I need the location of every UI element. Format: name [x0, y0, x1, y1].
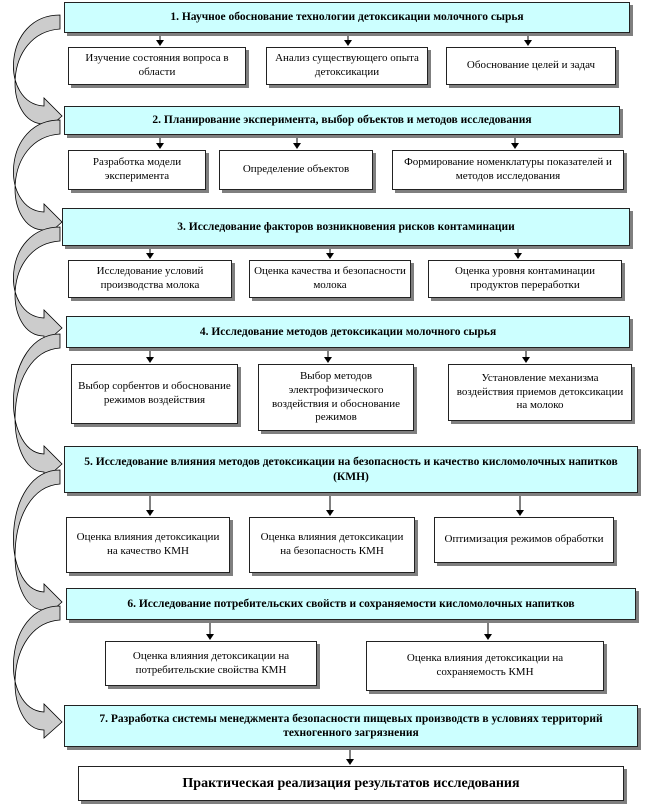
- connector-arrowhead: [326, 253, 334, 259]
- stage-5-box: 5. Исследование влияния методов детоксик…: [64, 446, 638, 493]
- stage-4-item-1: Выбор сорбентов и обоснование режимов во…: [71, 364, 238, 424]
- stage-1-title: 1. Научное обоснование технологии детокс…: [170, 11, 524, 24]
- stage-3-title: 3. Исследование факторов возникновения р…: [177, 220, 515, 233]
- connector-arrowhead: [514, 253, 522, 259]
- connector-arrowhead: [344, 40, 352, 46]
- connector-arrowhead: [346, 759, 354, 765]
- stage-3-item-1: Исследование условий производства молока: [68, 260, 232, 298]
- flow-curve-arrow: [13, 14, 63, 133]
- stage-2-item-1: Разработка модели эксперимента: [68, 150, 206, 190]
- stage-4-item-3: Установление механизма воздействия прием…: [448, 364, 632, 421]
- connector-arrowhead: [326, 510, 334, 516]
- connector-arrowhead: [156, 40, 164, 46]
- stage-7-title: 7. Разработка системы менеджмента безопа…: [99, 712, 603, 739]
- connector-arrowhead: [146, 510, 154, 516]
- stage-6-title: 6. Исследование потребительских свойств …: [127, 597, 575, 610]
- flow-curve-arrow: [13, 605, 63, 739]
- final-result-title: Практическая реализация результатов иссл…: [182, 775, 520, 791]
- flow-curve-arrow: [13, 469, 63, 619]
- connector-arrowhead: [146, 253, 154, 259]
- connector-arrowhead: [324, 357, 332, 363]
- stage-2-box: 2. Планирование эксперимента, выбор объе…: [64, 106, 620, 135]
- stage-2-item-3: Формирование номенклатуры показателей и …: [392, 150, 624, 190]
- stage-2-title: 2. Планирование эксперимента, выбор объе…: [152, 114, 532, 127]
- stage-2-item-2: Определение объектов: [219, 150, 373, 190]
- connector-arrowhead: [511, 143, 519, 149]
- stage-6-item-2: Оценка влияния детоксикации на сохраняем…: [366, 641, 604, 691]
- connector-arrowhead: [484, 634, 492, 640]
- connector-arrowhead: [293, 143, 301, 149]
- stage-5-item-1: Оценка влияния детоксикации на качество …: [66, 517, 230, 573]
- flow-curve-arrow: [13, 333, 63, 481]
- stage-5-item-2: Оценка влияния детоксикации на безопасно…: [249, 517, 415, 573]
- stage-1-box: 1. Научное обоснование технологии детокс…: [64, 2, 630, 33]
- stage-3-item-3: Оценка уровня контаминации продуктов пер…: [428, 260, 622, 298]
- stage-5-item-3: Оптимизация режимов обработки: [434, 517, 614, 563]
- connector-arrowhead: [524, 40, 532, 46]
- stage-1-item-3: Обоснование целей и задач: [446, 47, 616, 85]
- stage-7-box: 7. Разработка системы менеджмента безопа…: [64, 705, 638, 747]
- connector-arrowhead: [522, 357, 530, 363]
- stage-1-item-1: Изучение состояния вопроса в области: [68, 47, 246, 85]
- flow-curve-arrow: [13, 119, 63, 239]
- connector-arrowhead: [156, 143, 164, 149]
- connector-arrowhead: [516, 510, 524, 516]
- stage-1-item-2: Анализ существующего опыта детоксикации: [266, 47, 428, 85]
- stage-4-item-2: Выбор методов электрофизического воздейс…: [258, 364, 414, 431]
- stage-6-box: 6. Исследование потребительских свойств …: [66, 588, 636, 620]
- final-result-box: Практическая реализация результатов иссл…: [78, 766, 624, 801]
- connector-arrowhead: [146, 357, 154, 363]
- stage-5-title: 5. Исследование влияния методов детоксик…: [84, 456, 618, 483]
- connector-arrowhead: [206, 634, 214, 640]
- flow-curve-arrow: [13, 226, 63, 345]
- stage-4-box: 4. Исследование методов детоксикации мол…: [66, 316, 630, 348]
- stage-3-item-2: Оценка качества и безопасности молока: [249, 260, 411, 298]
- stage-6-item-1: Оценка влияния детоксикации на потребите…: [105, 641, 317, 686]
- stage-3-box: 3. Исследование факторов возникновения р…: [62, 208, 630, 246]
- stage-4-title: 4. Исследование методов детоксикации мол…: [199, 325, 497, 338]
